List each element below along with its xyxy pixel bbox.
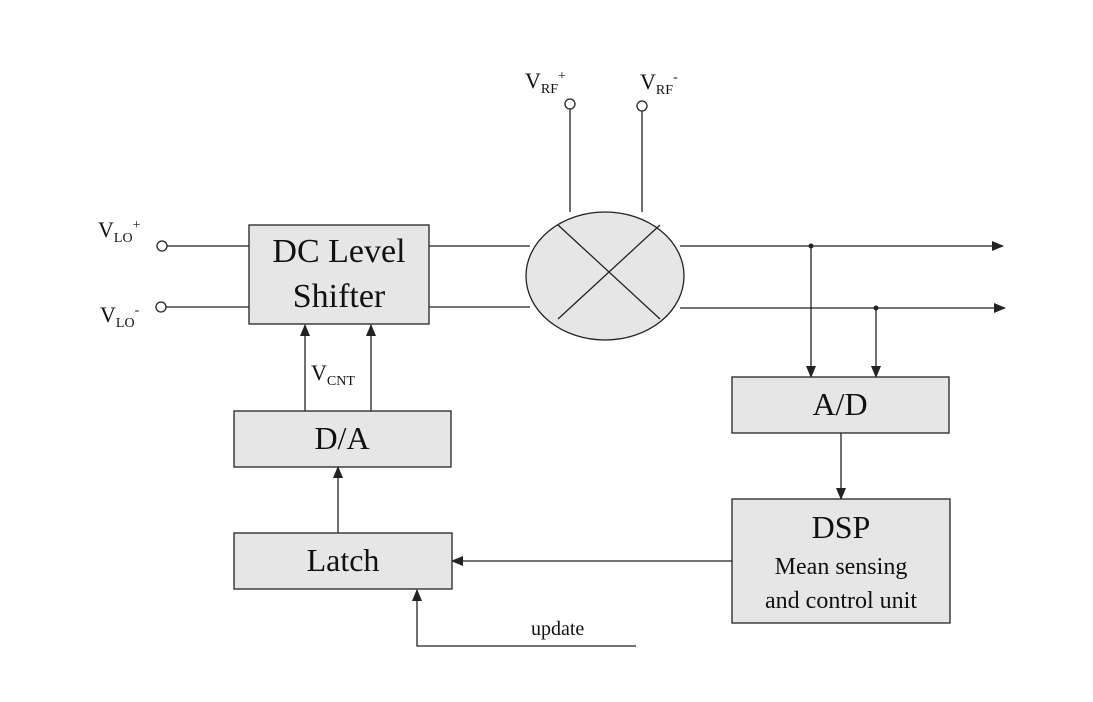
dc-level-shifter-line2: Shifter [293,278,386,315]
dsp-block: DSP Mean sensing and control unit [731,498,951,624]
da-label: D/A [314,420,369,456]
update-label: update [531,618,584,640]
latch-label: Latch [307,542,380,578]
ad-label: A/D [812,386,867,422]
latch-block: Latch [233,532,453,590]
terminal-vrf-plus [564,98,576,110]
dsp-line1: Mean sensing [775,554,908,580]
vrf-minus-label: VRF- [640,69,678,98]
vrf-plus-label: VRF+ [525,68,566,97]
dc-level-shifter-block: DC Level Shifter [248,224,430,325]
dc-level-shifter-line1: DC Level [272,233,405,270]
vlo-minus-label: VLO- [100,302,140,331]
terminal-vrf-minus [636,100,648,112]
da-block: D/A [233,410,452,468]
vlo-plus-label: VLO+ [98,217,141,246]
ad-block: A/D [731,376,950,434]
junction-dot-bottom [873,305,879,311]
mixer-symbol [525,211,685,341]
update-arrow [412,589,636,647]
terminal-vlo-plus [156,240,168,252]
junction-dot-top [808,243,814,249]
vcnt-label: VCNT [311,360,355,389]
terminal-vlo-minus [155,301,167,313]
dsp-title: DSP [812,509,871,545]
dsp-line2: and control unit [765,588,917,614]
